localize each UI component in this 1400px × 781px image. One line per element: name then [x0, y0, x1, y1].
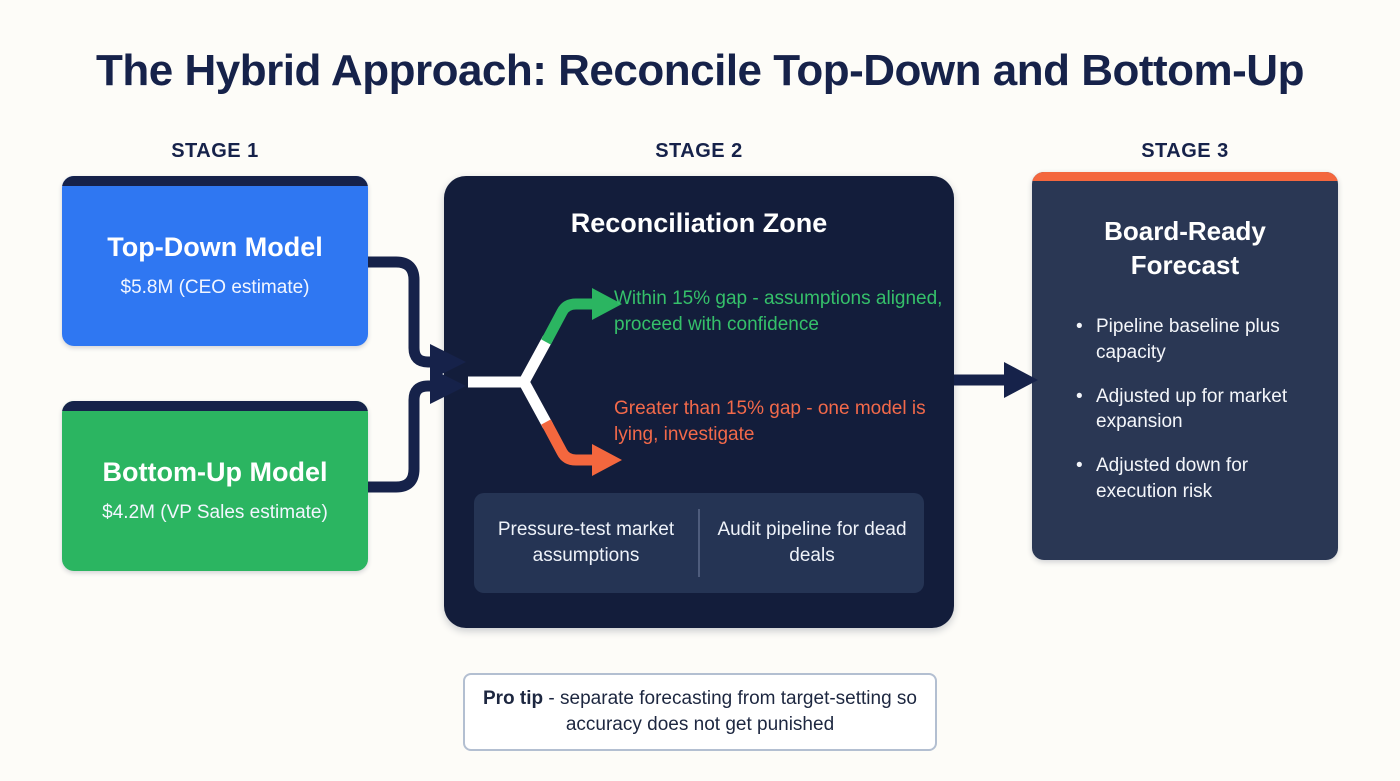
action-pressure-test: Pressure-test market assumptions: [497, 519, 675, 566]
branch-fork-icon: [468, 288, 622, 476]
list-item: Adjusted down for execution risk: [1076, 453, 1320, 505]
bottom-up-model-title: Bottom-Up Model: [102, 456, 328, 487]
card-accent-bar-board: [1032, 172, 1338, 181]
connector-bottom-up-to-recon: [368, 380, 436, 493]
branch-text-aligned: Within 15% gap - assumptions aligned, pr…: [614, 288, 943, 336]
top-down-model-value: $5.8M (CEO estimate): [120, 276, 310, 298]
stage-label-1: STAGE 1: [171, 140, 259, 162]
pro-tip-body: - separate forecasting from target-setti…: [543, 688, 917, 735]
list-item: Adjusted up for market expansion: [1076, 384, 1320, 436]
reconciliation-actions-panel: Pressure-test market assumptions Audit p…: [474, 493, 924, 593]
board-ready-forecast-title: Board-Ready Forecast: [1104, 216, 1266, 281]
stage-label-3: STAGE 3: [1141, 140, 1229, 162]
branch-text-divergent: Greater than 15% gap - one model is lyin…: [614, 398, 926, 446]
bottom-up-model-card[interactable]: Bottom-Up Model $4.2M (VP Sales estimate…: [62, 401, 368, 571]
pro-tip-box: Pro tip - separate forecasting from targ…: [463, 673, 937, 751]
card-accent-bar-bottom-up: [62, 401, 368, 411]
reconciliation-zone-card[interactable]: Reconciliation Zone Within 15% gap - ass…: [444, 176, 954, 628]
top-down-model-card[interactable]: Top-Down Model $5.8M (CEO estimate): [62, 176, 368, 346]
action-divider: [698, 509, 700, 577]
board-ready-forecast-card[interactable]: Board-Ready Forecast Pipeline baseline p…: [1032, 172, 1338, 560]
pro-tip-text: Pro tip - separate forecasting from targ…: [481, 686, 919, 737]
reconciliation-zone-title: Reconciliation Zone: [570, 208, 828, 238]
connector-top-down-to-recon: [368, 256, 436, 368]
stage-label-2: STAGE 2: [655, 140, 743, 162]
bottom-up-model-value: $4.2M (VP Sales estimate): [102, 501, 328, 523]
page-title: The Hybrid Approach: Reconcile Top-Down …: [96, 46, 1304, 95]
pro-tip-label: Pro tip: [482, 688, 544, 710]
action-audit-pipeline: Audit pipeline for dead deals: [717, 519, 907, 566]
board-ready-forecast-list: Pipeline baseline plus capacity Adjusted…: [1076, 314, 1320, 523]
top-down-model-title: Top-Down Model: [107, 231, 323, 262]
list-item: Pipeline baseline plus capacity: [1076, 314, 1320, 366]
card-accent-bar-top-down: [62, 176, 368, 186]
